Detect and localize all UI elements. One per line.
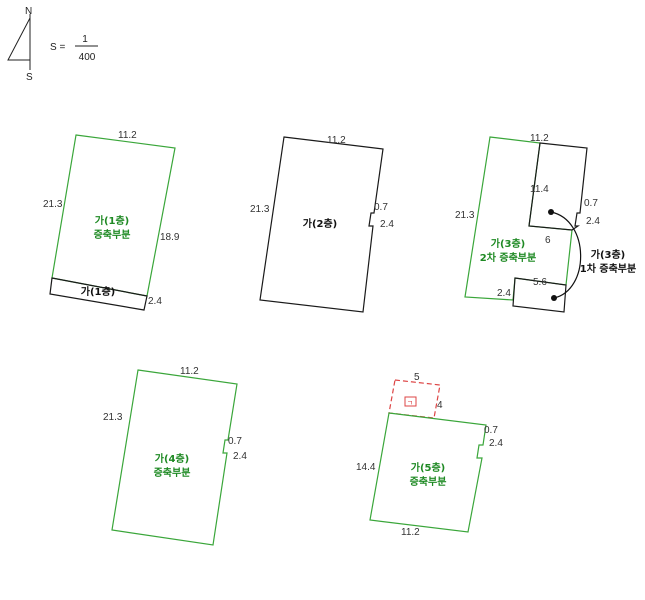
plan-4f-left-dim: 21.3 bbox=[103, 412, 123, 423]
plan-4f: 11.2 21.3 0.7 2.4 가(4층) 증축부분 bbox=[103, 366, 247, 546]
plan-1f-label-line2: 증축부분 bbox=[94, 228, 131, 241]
plan-4f-outline bbox=[111, 369, 238, 546]
plan-5f-outline bbox=[369, 412, 487, 533]
north-arrow-icon: N S bbox=[7, 6, 33, 83]
scale-prefix: S = bbox=[50, 42, 65, 53]
plan-5f-top-dim: 5 bbox=[414, 372, 420, 383]
plan-3f-left-dim: 21.3 bbox=[455, 210, 475, 221]
plan-3f-callout-line2: 1차 증축부분 bbox=[580, 262, 636, 275]
plan-2f-left-dim: 21.3 bbox=[250, 204, 270, 215]
plan-1f-left-dim: 21.3 bbox=[43, 199, 63, 210]
plan-1f-right-dim: 18.9 bbox=[160, 232, 180, 243]
plan-4f-notch-dim2: 2.4 bbox=[233, 451, 247, 462]
plan-3f-bottom-dim: 2.4 bbox=[497, 288, 511, 299]
plan-3f-step-dim: 6 bbox=[545, 235, 551, 246]
plan-3f-bottom-extension-outline bbox=[512, 277, 567, 313]
scale-numerator: 1 bbox=[82, 34, 88, 45]
plan-2f-label: 가(2층) bbox=[303, 217, 338, 230]
plan-5f: ㄱ 5 4 0.7 2.4 14.4 11.2 가(5층) 증축부분 bbox=[356, 372, 503, 538]
plan-5f-rooftop-outline bbox=[388, 379, 441, 419]
plan-3f-bottom-inner-dim: 5.6 bbox=[533, 277, 547, 288]
plan-3f-first-extension-outline bbox=[528, 142, 588, 231]
plan-4f-top-dim: 11.2 bbox=[180, 366, 199, 377]
plan-5f-label-line1: 가(5층) bbox=[411, 461, 446, 474]
plan-3f-notch-dim1: 0.7 bbox=[584, 198, 598, 209]
plan-3f-callout-arc bbox=[550, 211, 582, 299]
plan-3f-inner-dim: 11.4 bbox=[530, 184, 549, 195]
plan-3f: 11.2 21.3 11.4 0.7 2.4 6 5.6 2.4 가(3층) 2… bbox=[455, 133, 636, 313]
plan-5f-bottom-dim: 11.2 bbox=[401, 527, 420, 538]
plan-2f-notch-dim2: 2.4 bbox=[380, 219, 394, 230]
plan-5f-mark: ㄱ bbox=[407, 400, 413, 407]
plan-2f-outline bbox=[259, 136, 384, 313]
compass-south-label: S bbox=[26, 72, 33, 83]
plan-2f-notch-dim1: 0.7 bbox=[374, 202, 388, 213]
plan-5f-notch-dim2: 2.4 bbox=[489, 438, 503, 449]
plan-1f-existing-label: 가(1층) bbox=[81, 285, 116, 298]
plan-5f-right-small-dim: 4 bbox=[437, 400, 443, 411]
plan-4f-notch-dim1: 0.7 bbox=[228, 436, 242, 447]
plan-3f-label-line2: 2차 증축부분 bbox=[480, 251, 536, 264]
plan-3f-label-line1: 가(3층) bbox=[491, 237, 526, 250]
plan-5f-notch-dim1: 0.7 bbox=[484, 425, 498, 436]
plan-5f-mark-box bbox=[404, 396, 417, 407]
plan-3f-notch-dim2: 2.4 bbox=[586, 216, 600, 227]
scale-indicator: S = 1 400 bbox=[50, 34, 98, 63]
plan-1f-existing-outline bbox=[49, 277, 148, 311]
plan-3f-extension-outline bbox=[464, 136, 573, 301]
plan-5f-left-dim: 14.4 bbox=[356, 462, 376, 473]
plan-2f-top-dim: 11.2 bbox=[327, 135, 346, 146]
plan-4f-label-line1: 가(4층) bbox=[155, 452, 190, 465]
compass-north-label: N bbox=[25, 6, 32, 17]
plan-5f-label-line2: 증축부분 bbox=[410, 475, 447, 488]
plan-2f: 11.2 21.3 0.7 2.4 가(2층) bbox=[250, 135, 394, 313]
plan-3f-top-dim: 11.2 bbox=[530, 133, 549, 144]
plan-1f-top-dim: 11.2 bbox=[118, 130, 137, 141]
plan-1f-bottom-dim: 2.4 bbox=[148, 296, 162, 307]
scale-denominator: 400 bbox=[79, 52, 96, 63]
plan-1f-label-line1: 가(1층) bbox=[95, 214, 130, 227]
plan-1f: 11.2 21.3 18.9 2.4 가(1층) 증축부분 가(1층) bbox=[43, 130, 180, 311]
plan-4f-label-line2: 증축부분 bbox=[154, 466, 191, 479]
plan-3f-callout-line1: 가(3층) bbox=[591, 248, 626, 261]
